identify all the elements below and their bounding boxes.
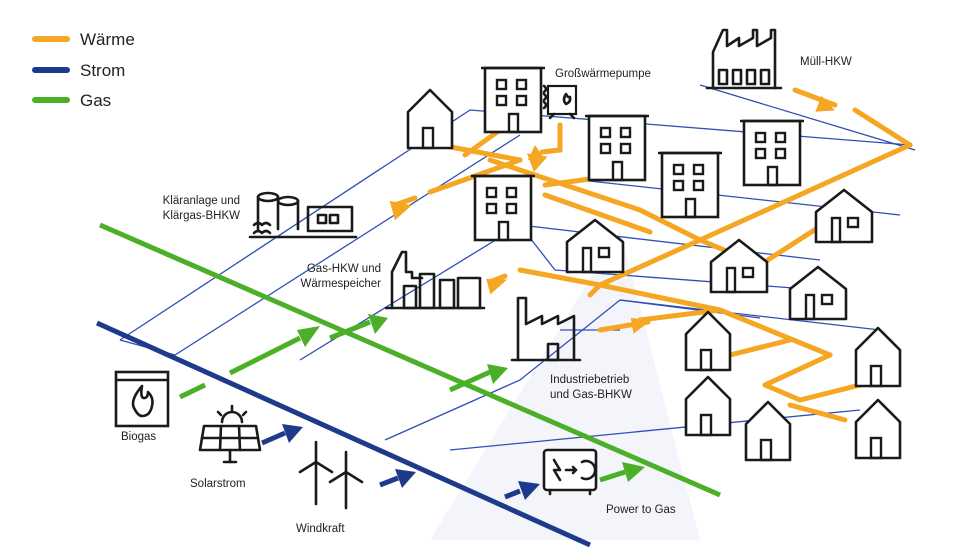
house-icon: [744, 400, 792, 462]
background-shape: [430, 230, 700, 540]
solar-panel-icon: [198, 404, 262, 464]
apartment-building-icon: [738, 119, 806, 187]
label-grosswaermepumpe: Großwärmepumpe: [555, 68, 651, 80]
label-klaeranlage-line2: Klärgas-BHKW: [163, 210, 240, 222]
power-to-gas-icon: [542, 448, 598, 496]
heat-pump-icon: [542, 84, 578, 120]
house-icon: [814, 188, 874, 244]
label-solarstrom: Solarstrom: [190, 478, 246, 490]
treatment-plant-icon: [248, 191, 358, 239]
house-icon: [854, 398, 902, 460]
wind-turbine-icon: [298, 440, 364, 510]
label-biogas: Biogas: [121, 431, 156, 443]
strom-arrows: [261, 424, 540, 500]
label-industrie-line2: und Gas-BHKW: [550, 389, 632, 401]
gas-main-line: [99, 222, 721, 498]
label-windkraft: Windkraft: [296, 523, 345, 535]
apartment-building-icon: [479, 66, 547, 134]
label-muell-hkw: Müll-HKW: [800, 56, 852, 68]
heat-network: [389, 87, 913, 423]
house-icon: [788, 265, 848, 321]
legend-label-waerme: Wärme: [80, 30, 135, 49]
house-icon: [684, 375, 732, 437]
label-industrie-line1: Industriebetrieb: [550, 374, 629, 386]
label-gas-hkw-line2: Wärmespeicher: [300, 278, 381, 290]
legend-label-gas: Gas: [80, 91, 111, 110]
label-gas-hkw-line1: Gas-HKW und: [307, 263, 381, 275]
apartment-building-icon: [656, 151, 724, 219]
chp-plant-icon: [384, 250, 486, 310]
house-icon: [684, 310, 732, 372]
house-icon: [406, 88, 454, 150]
legend-label-strom: Strom: [80, 61, 125, 80]
factory-icon: [510, 296, 582, 362]
house-icon: [565, 218, 625, 274]
legend: Wärme Strom Gas: [32, 30, 135, 110]
label-klaeranlage-line1: Kläranlage und: [163, 195, 240, 207]
label-power-to-gas: Power to Gas: [606, 504, 676, 516]
apartment-building-icon: [469, 174, 537, 242]
factory-icon: [705, 28, 783, 90]
apartment-building-icon: [583, 114, 651, 182]
house-icon: [854, 326, 902, 388]
gas-arrows: [178, 314, 645, 483]
strom-main-line: [95, 320, 592, 548]
flame-icon: [114, 370, 170, 428]
